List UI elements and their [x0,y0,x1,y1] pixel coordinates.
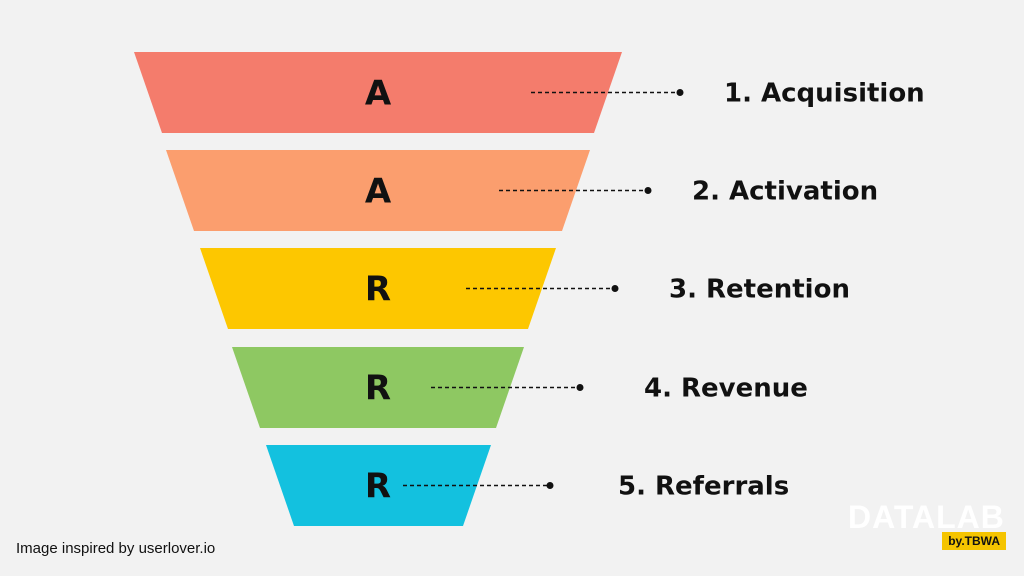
funnel-stage-4-connector-dot [576,384,584,391]
datalab-logo: DATALAB by.TBWA [848,500,1010,552]
image-credit-caption: Image inspired by userlover.io [16,540,216,557]
funnel-stage-1-label: 1. Acquisition [724,79,925,109]
funnel-stage-4-label: 4. Revenue [644,374,808,404]
funnel-stage-2-connector-dot [644,187,652,194]
funnel-stage-2-label: 2. Activation [692,177,878,207]
funnel-stage-5 [266,445,491,526]
funnel-stage-5-connector-dot [546,482,554,489]
funnel-stage-1-connector-dot [676,89,684,96]
funnel-stage-3-letter: R [365,270,391,310]
funnel-stage-2-letter: A [365,172,392,212]
funnel-stage-4-letter: R [365,369,391,409]
funnel-stage-3-label: 3. Retention [669,275,850,305]
logo-wordmark: DATALAB [848,499,1005,535]
funnel-stage-5-letter: R [365,467,391,507]
funnel-stage-3-connector-dot [611,285,619,292]
funnel-stage-1 [134,52,622,133]
funnel-stage-1-letter: A [365,74,392,114]
funnel-stage-5-label: 5. Referrals [618,472,789,502]
funnel-stage-4 [232,347,524,428]
funnel-stage-3 [200,248,556,329]
logo-byline: by.TBWA [942,532,1006,550]
funnel-stage-2 [166,150,590,231]
